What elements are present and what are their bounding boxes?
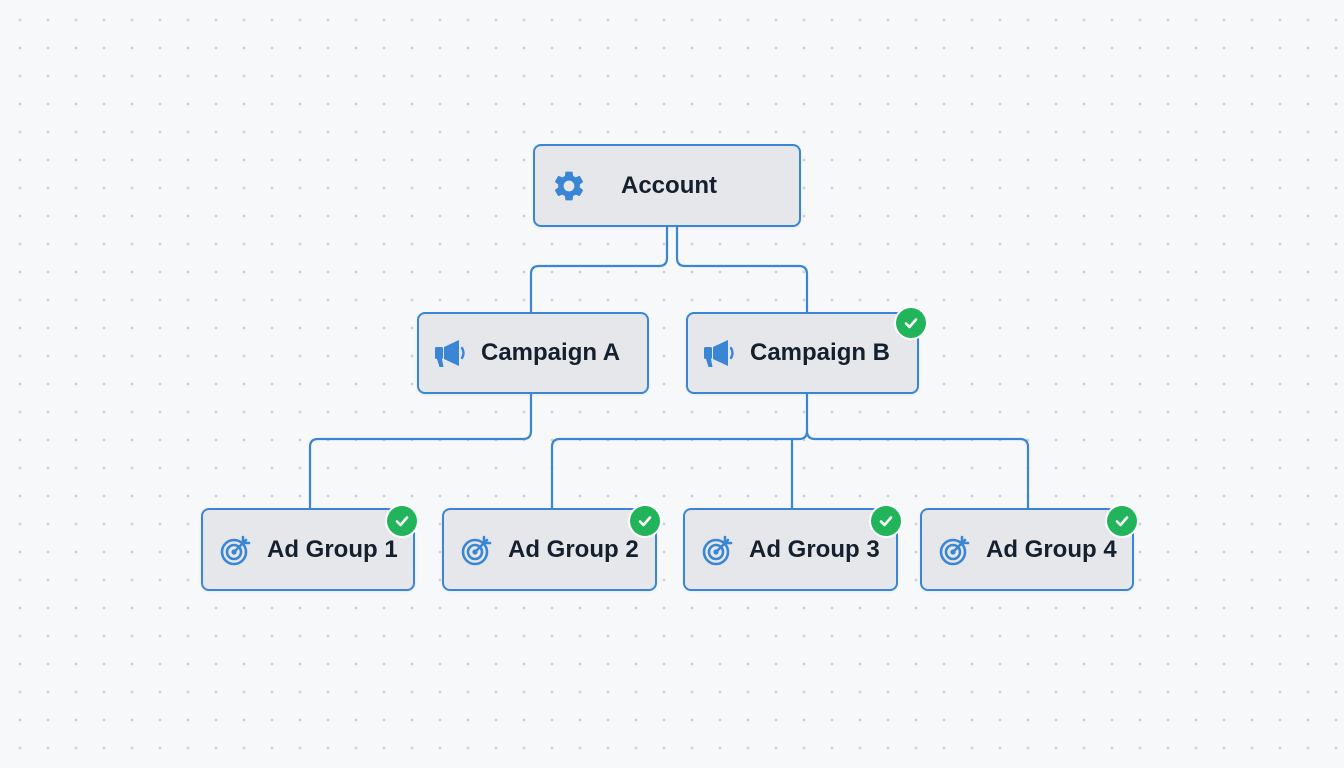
connector-account-campaign-a bbox=[529, 227, 669, 312]
ad-group-label: Ad Group 2 bbox=[508, 535, 639, 563]
ad-group-label: Ad Group 1 bbox=[267, 535, 398, 563]
check-badge-icon bbox=[871, 506, 901, 536]
campaign-label: Campaign A bbox=[481, 339, 621, 366]
target-icon bbox=[219, 533, 253, 567]
check-badge-icon bbox=[896, 308, 926, 338]
check-badge-icon bbox=[630, 506, 660, 536]
connector-account-campaign-b bbox=[675, 227, 809, 312]
connector-campaign-a-ad-group-1 bbox=[308, 394, 533, 508]
ad-group-label: Ad Group 3 bbox=[749, 535, 880, 563]
campaign-node[interactable]: Campaign A bbox=[417, 312, 649, 394]
campaign-node[interactable]: Campaign B bbox=[686, 312, 919, 394]
ad-group-label: Ad Group 4 bbox=[986, 535, 1117, 563]
connector-campaign-b-ad-group-4 bbox=[805, 430, 1030, 508]
target-icon bbox=[460, 533, 494, 567]
check-badge-icon bbox=[387, 506, 417, 536]
campaign-label: Campaign B bbox=[750, 339, 891, 366]
target-icon bbox=[701, 533, 735, 567]
connector-campaign-b-ad-group-2 bbox=[550, 394, 809, 508]
ad-group-node[interactable]: Ad Group 1 bbox=[201, 508, 415, 591]
ad-group-node[interactable]: Ad Group 3 bbox=[683, 508, 898, 591]
ad-group-node[interactable]: Ad Group 2 bbox=[442, 508, 657, 591]
check-badge-icon bbox=[1107, 506, 1137, 536]
megaphone-icon bbox=[702, 337, 738, 369]
megaphone-icon bbox=[433, 337, 469, 369]
account-node[interactable]: Account bbox=[533, 144, 801, 227]
target-icon bbox=[938, 533, 972, 567]
gear-icon bbox=[551, 168, 587, 204]
account-label: Account bbox=[621, 171, 717, 199]
ad-group-node[interactable]: Ad Group 4 bbox=[920, 508, 1134, 591]
